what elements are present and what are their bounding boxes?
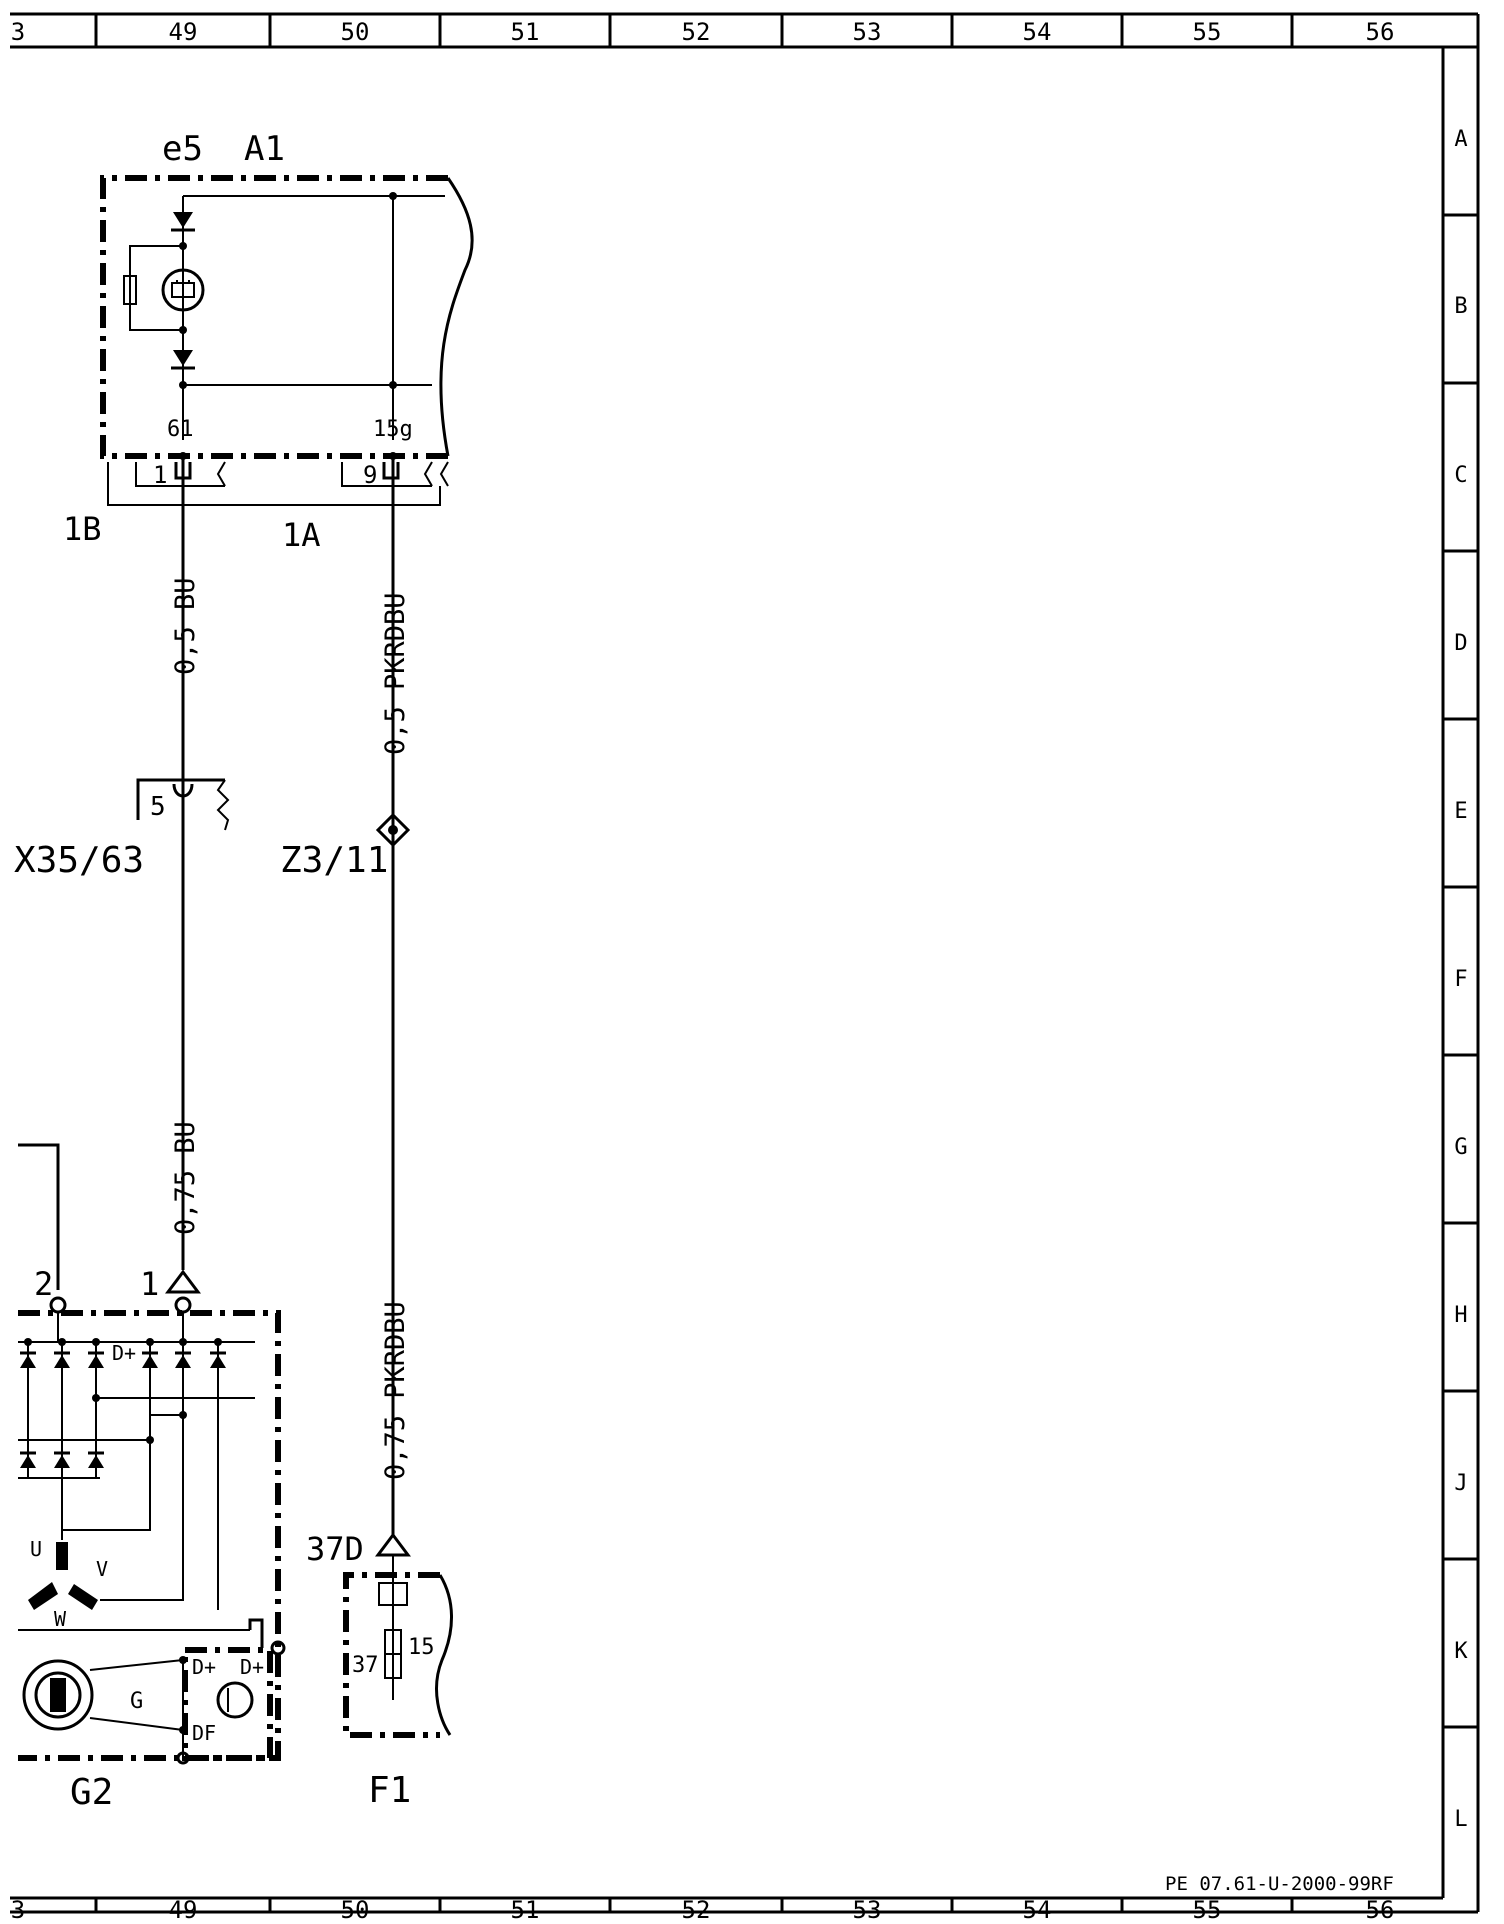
row-label: C — [1454, 463, 1467, 488]
pin-61: 61 — [167, 417, 194, 442]
row-dividers — [1443, 213, 1478, 1729]
f1-fuse-37: 37 — [352, 1653, 379, 1678]
instrument-cluster-a1: e5 A1 61 15g — [100, 129, 474, 459]
row-label: G — [1454, 1135, 1467, 1160]
f1-pin-37d: 37D — [306, 1530, 364, 1568]
conn-pin-9: 9 — [363, 461, 377, 489]
d-plus-rectifier: D+ — [112, 1341, 136, 1365]
col-label-top: 51 — [511, 18, 540, 46]
col-label-top: 49 — [169, 18, 198, 46]
col-label-bottom: 51 — [511, 1896, 540, 1924]
col-label-bottom: 3 — [11, 1896, 25, 1924]
col-label-bottom: 55 — [1193, 1896, 1222, 1924]
g2-pin-2: 2 — [34, 1265, 53, 1303]
connector-1b-1a: 1 9 1B 1A — [63, 452, 449, 554]
g2-ref: G2 — [70, 1772, 113, 1813]
col-label-bottom: 49 — [169, 1896, 198, 1924]
f1-ref: F1 — [368, 1770, 411, 1811]
d-plus-reg-2: D+ — [240, 1655, 264, 1679]
col-label-bottom: 52 — [682, 1896, 711, 1924]
row-label: J — [1454, 1471, 1467, 1496]
wire-label-w4: 0,75 PKRDBU — [380, 1301, 411, 1480]
g2-pin-1: 1 — [140, 1265, 159, 1303]
col-label-top: 52 — [682, 18, 711, 46]
x35-pin: 5 — [150, 792, 166, 822]
col-label-top: 50 — [341, 18, 370, 46]
row-label: E — [1454, 799, 1467, 824]
splice-z3-11: Z3/11 — [280, 812, 411, 881]
col-label-top: 54 — [1023, 18, 1052, 46]
col-label-bottom: 50 — [341, 1896, 370, 1924]
conn-pin-1: 1 — [153, 461, 167, 489]
z3-ref: Z3/11 — [280, 840, 388, 881]
conn-1b: 1B — [63, 510, 102, 548]
phase-u: U — [30, 1537, 42, 1561]
column-dividers — [94, 14, 1294, 1912]
g-label: G — [130, 1689, 143, 1714]
row-label: A — [1454, 127, 1467, 152]
col-label-top: 55 — [1193, 18, 1222, 46]
phase-v: V — [96, 1557, 108, 1581]
col-label-top: 3 — [11, 18, 25, 46]
fuse-box-f1: 37D 37 15 F1 — [306, 1530, 453, 1811]
alternator-g2: 2 1 — [18, 1143, 286, 1813]
wire-label-w1: 0,5 BU — [170, 577, 201, 675]
connector-x35-63: 5 X35/63 — [14, 778, 230, 881]
e5-label: e5 — [162, 129, 203, 169]
wire-label-w3: 0,75 BU — [170, 1121, 201, 1235]
col-label-bottom: 56 — [1366, 1896, 1395, 1924]
df-label: DF — [192, 1721, 216, 1745]
col-label-bottom: 53 — [853, 1896, 882, 1924]
wire-label-w2: 0,5 PKRDBU — [380, 592, 411, 755]
row-label: K — [1454, 1639, 1468, 1664]
d-plus-reg-1: D+ — [192, 1655, 216, 1679]
f1-fuse-15: 15 — [408, 1635, 435, 1660]
phase-w: W — [54, 1607, 67, 1631]
col-label-bottom: 54 — [1023, 1896, 1052, 1924]
row-label: D — [1454, 631, 1467, 656]
x35-ref: X35/63 — [14, 840, 144, 881]
drawing-frame — [10, 12, 1480, 1914]
document-code: PE 07.61-U-2000-99RF — [1165, 1873, 1394, 1895]
a1-label: A1 — [244, 129, 285, 169]
row-label: B — [1454, 294, 1467, 319]
col-label-top: 56 — [1366, 18, 1395, 46]
conn-1a: 1A — [282, 516, 321, 554]
row-label: H — [1454, 1303, 1467, 1328]
pin-15g: 15g — [373, 417, 413, 442]
col-label-top: 53 — [853, 18, 882, 46]
row-label: L — [1454, 1807, 1467, 1832]
row-label: F — [1454, 967, 1467, 992]
